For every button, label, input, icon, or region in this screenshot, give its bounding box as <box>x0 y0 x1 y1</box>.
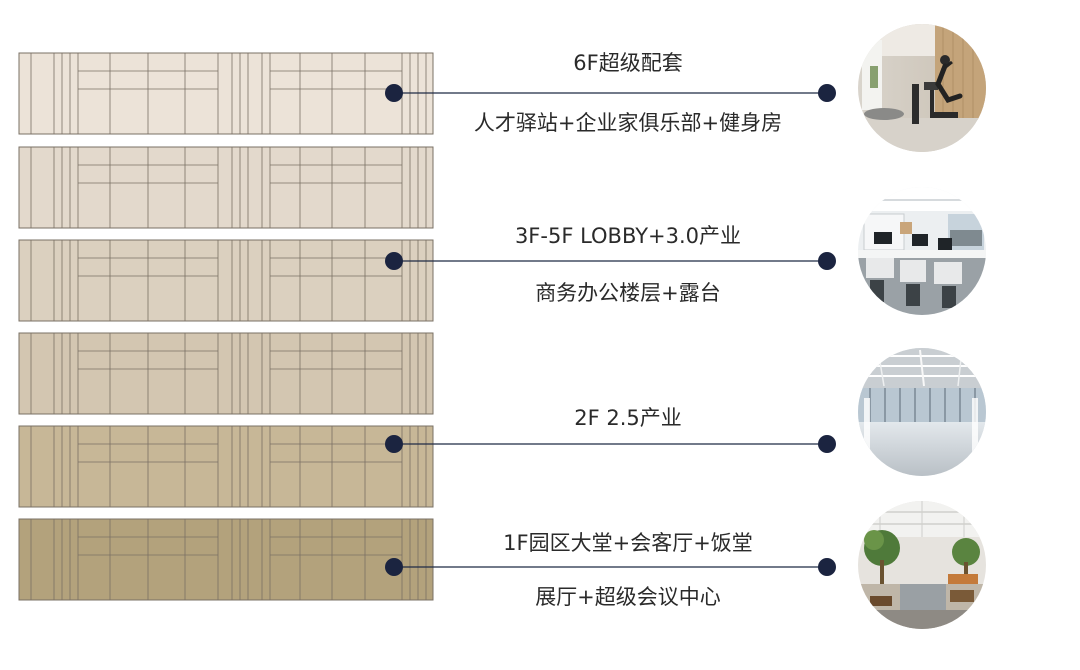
lobby-photo <box>858 501 986 629</box>
floor-3f-5f-subtitle: 商务办公楼层+露台 <box>535 281 721 305</box>
connector-end-dot <box>818 435 836 453</box>
facade-band-6 <box>18 518 434 601</box>
connector-2f <box>385 435 836 453</box>
floor-1f-title: 1F园区大堂+会客厅+饭堂 <box>503 531 753 555</box>
open-floor-photo <box>858 348 986 476</box>
gym-photo <box>858 24 986 152</box>
floor-1f-subtitle: 展厅+超级会议中心 <box>535 585 721 609</box>
floor-2f-title: 2F 2.5产业 <box>574 406 682 430</box>
floor-6f-subtitle: 人才驿站+企业家俱乐部+健身房 <box>474 111 782 135</box>
connector-start-dot <box>385 252 403 270</box>
floor-3f-5f-title: 3F-5F LOBBY+3.0产业 <box>515 224 741 248</box>
connector-start-dot <box>385 558 403 576</box>
connector-end-dot <box>818 252 836 270</box>
facade-band-2 <box>18 146 434 229</box>
connector-1f <box>385 558 836 576</box>
connector-end-dot <box>818 84 836 102</box>
facade-band-3 <box>18 239 434 322</box>
connector-3f-5f <box>385 252 836 270</box>
facade-band-4 <box>18 332 434 415</box>
connector-start-dot <box>385 84 403 102</box>
facade-band-1 <box>18 52 434 135</box>
floor-6f-title: 6F超级配套 <box>573 51 682 75</box>
connector-6f <box>385 84 836 102</box>
connector-start-dot <box>385 435 403 453</box>
office-photo <box>858 187 986 315</box>
facade-band-5 <box>18 425 434 508</box>
connector-end-dot <box>818 558 836 576</box>
